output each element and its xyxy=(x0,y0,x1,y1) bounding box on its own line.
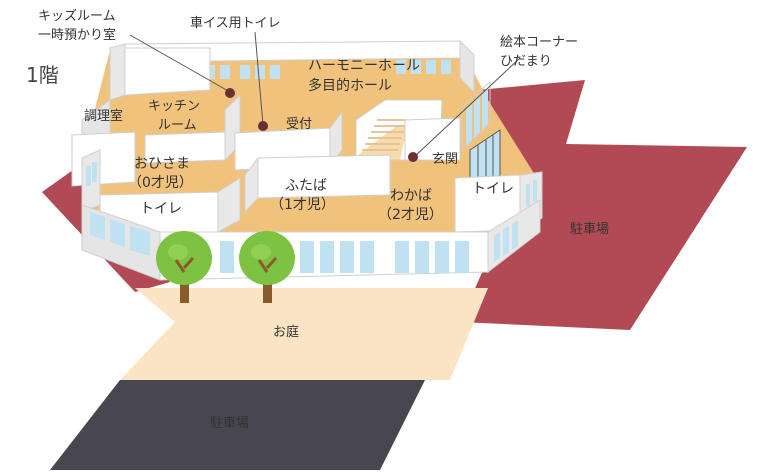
label-wakaba-line1: わかば xyxy=(390,188,432,204)
front-right-windows xyxy=(494,220,518,262)
left-lower-windows xyxy=(90,212,150,256)
wall-left-kids xyxy=(109,43,126,101)
label-kitchen-room-line2: ルーム xyxy=(158,118,197,133)
parking-right-area xyxy=(460,80,747,330)
label-kids-room-line2: 一時預かり室 xyxy=(38,27,116,43)
toilet-right-windows xyxy=(526,180,537,206)
label-kitchen-room-line1: キッチン xyxy=(148,99,200,114)
marker-leaders xyxy=(129,31,521,158)
label-harmony-hall-line1: ハーモニーホール xyxy=(308,58,420,74)
marker-dot-kids-room xyxy=(225,88,235,98)
label-futaba-line1: ふたば xyxy=(285,178,327,194)
tree-left xyxy=(156,231,212,303)
tree-right xyxy=(239,231,295,303)
label-harmony-hall-line2: 多目的ホール xyxy=(308,77,392,94)
wall-right-back xyxy=(459,39,475,94)
wall-right-outer xyxy=(461,80,491,152)
label-cooking-room: 調理室 xyxy=(84,108,123,124)
wall-cooking-front xyxy=(71,131,136,187)
label-ohisama-line1: おひさま xyxy=(134,156,190,172)
label-wheelchair-toilet: 車イス用トイレ xyxy=(190,16,281,31)
floor-label: 1階 xyxy=(26,63,59,87)
garden-area xyxy=(120,288,488,380)
label-picture-book-line1: 絵本コーナー xyxy=(500,35,578,50)
right-windows xyxy=(466,88,488,146)
label-garden: お庭 xyxy=(273,324,299,340)
marker-dot-wheelchair-toilet xyxy=(258,121,268,131)
wall-kids-room xyxy=(124,47,211,96)
label-picture-book-line2: ひだまり xyxy=(500,54,552,69)
wall-toilet-left-side xyxy=(217,177,241,233)
label-toilet-left: トイレ xyxy=(140,201,182,217)
label-reception: 受付 xyxy=(286,117,312,132)
label-parking-right: 駐車場 xyxy=(570,222,609,237)
wall-reception-side xyxy=(329,110,343,167)
label-futaba-line2: （1才児） xyxy=(270,197,335,213)
wall-entrance-right xyxy=(404,117,461,161)
label-toilet-right: トイレ xyxy=(472,181,514,197)
label-ohisama-line2: （0才児） xyxy=(128,175,193,191)
ohisama-windows xyxy=(86,162,97,186)
stair-floor xyxy=(358,125,408,160)
parking-bottom-area xyxy=(50,380,425,470)
label-wakaba-line2: （2才児） xyxy=(378,207,443,223)
label-entrance: 玄関 xyxy=(432,152,458,167)
wall-futaba-side xyxy=(244,156,259,214)
label-kids-room-line1: キッズルーム xyxy=(38,8,116,24)
label-parking-bottom: 駐車場 xyxy=(210,416,249,431)
marker-dot-picture-book xyxy=(408,152,418,162)
